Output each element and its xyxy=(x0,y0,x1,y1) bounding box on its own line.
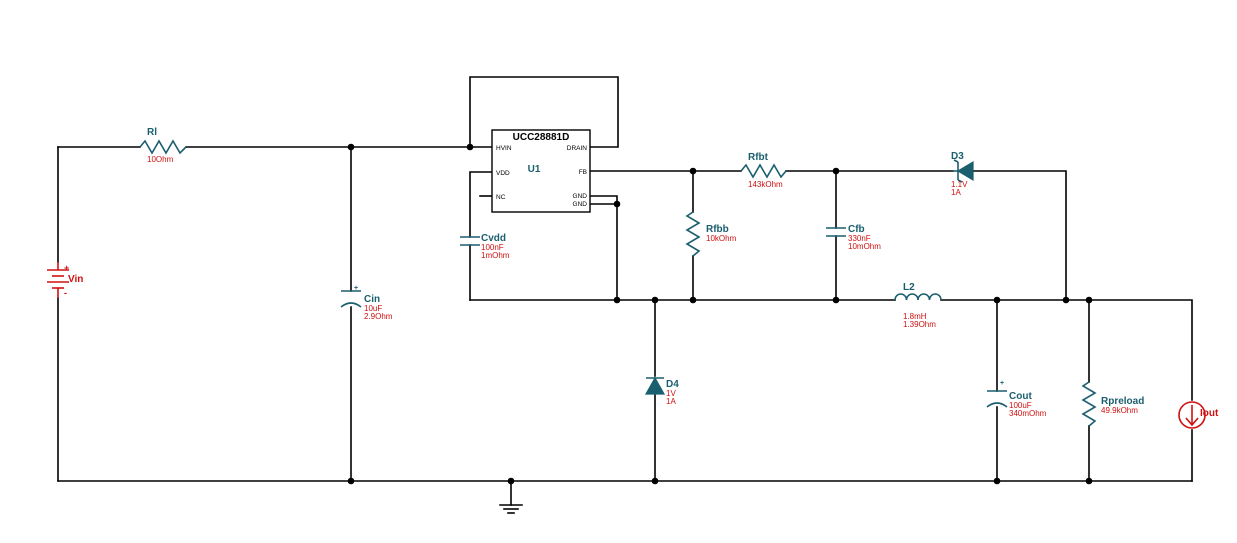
d3-value1: 1.1V xyxy=(951,180,968,189)
diode-d4[interactable]: D4 1V 1A xyxy=(644,376,679,406)
rfbt-value: 143kOhm xyxy=(748,180,783,189)
iout-ref: Iout xyxy=(1200,408,1219,419)
junction-dot xyxy=(613,200,621,208)
wires xyxy=(57,76,1193,506)
ic-u1-ref: U1 xyxy=(528,164,541,175)
junction-dot xyxy=(993,296,1001,304)
pin-gnd-2: GND xyxy=(573,201,588,208)
resistor-rpreload[interactable]: Rpreload 49.9kOhm xyxy=(1081,381,1144,427)
cfb-value1: 330nF xyxy=(848,234,871,243)
vin-ref: Vin xyxy=(68,274,83,285)
junction-dot xyxy=(1085,477,1093,485)
cin-ref: Cin xyxy=(364,294,380,305)
cin-value1: 10uF xyxy=(364,304,382,313)
ic-u1-part: UCC28881D xyxy=(513,132,570,143)
junction-dot xyxy=(651,477,659,485)
rpreload-ref: Rpreload xyxy=(1101,396,1144,407)
l2-ref: L2 xyxy=(903,282,915,293)
capacitor-cvdd[interactable]: Cvdd 100nF 1mOhm xyxy=(460,233,510,260)
capacitor-cfb[interactable]: Cfb 330nF 10mOhm xyxy=(826,224,881,251)
rfbt-ref: Rfbt xyxy=(748,152,769,163)
cvdd-value2: 1mOhm xyxy=(481,251,510,260)
junction-dot xyxy=(347,143,355,151)
junction-dot xyxy=(507,477,515,485)
cvdd-ref: Cvdd xyxy=(481,233,506,244)
junction-dot xyxy=(832,296,840,304)
resistor-rfbt[interactable]: Rfbt 143kOhm xyxy=(740,152,787,189)
junction-dot xyxy=(689,167,697,175)
ic-u1[interactable]: UCC28881D U1 HVIN DRAIN VDD FB NC GND GN… xyxy=(491,129,591,213)
l2-value1: 1.8mH xyxy=(903,312,927,321)
pin-gnd-1: GND xyxy=(573,193,588,200)
cout-ref: Cout xyxy=(1009,391,1032,402)
d3-value2: 1A xyxy=(951,188,961,197)
cvdd-value1: 100nF xyxy=(481,243,504,252)
rl-ref: Rl xyxy=(147,127,157,138)
ground-icon xyxy=(499,504,523,514)
diode-d3[interactable]: D3 1.1V 1A xyxy=(951,151,974,197)
ic-u1-body xyxy=(491,129,591,213)
junction-dot xyxy=(832,167,840,175)
voltage-source-vin[interactable]: + - Vin xyxy=(47,262,83,298)
current-source-iout[interactable]: Iout xyxy=(1178,401,1219,429)
cfb-ref: Cfb xyxy=(848,224,865,235)
resistor-rl[interactable]: Rl 10Ohm xyxy=(139,127,187,164)
cout-polarity-icon: + xyxy=(1000,380,1004,387)
capacitor-cin[interactable]: + Cin 10uF 2.9Ohm xyxy=(340,285,393,321)
d4-value2: 1A xyxy=(666,397,676,406)
junction-dot xyxy=(1085,296,1093,304)
junction-dot xyxy=(1062,296,1070,304)
junctions xyxy=(347,143,1093,485)
pin-vdd: VDD xyxy=(496,170,510,177)
inductor-l2[interactable]: L2 1.8mH 1.39Ohm xyxy=(894,282,942,329)
junction-dot xyxy=(689,296,697,304)
d4-ref: D4 xyxy=(666,379,679,390)
cin-polarity-icon: + xyxy=(354,285,358,292)
cfb-value2: 10mOhm xyxy=(848,242,881,251)
junction-dot xyxy=(347,477,355,485)
vin-minus-icon: - xyxy=(64,288,67,298)
junction-dot xyxy=(613,296,621,304)
cout-value1: 100uF xyxy=(1009,401,1032,410)
pin-fb: FB xyxy=(579,169,587,176)
pin-hvin: HVIN xyxy=(496,145,512,152)
vin-plus-icon: + xyxy=(64,263,69,273)
rpreload-value: 49.9kOhm xyxy=(1101,406,1138,415)
rfbb-ref: Rfbb xyxy=(706,224,729,235)
d3-ref: D3 xyxy=(951,151,964,162)
cout-value2: 340mOhm xyxy=(1009,409,1047,418)
pin-nc: NC xyxy=(496,194,506,201)
resistor-rfbb[interactable]: Rfbb 10kOhm xyxy=(685,211,737,257)
l2-value2: 1.39Ohm xyxy=(903,320,936,329)
rfbb-value: 10kOhm xyxy=(706,234,737,243)
capacitor-cout[interactable]: + Cout 100uF 340mOhm xyxy=(986,380,1047,418)
d4-value1: 1V xyxy=(666,389,676,398)
rl-value: 10Ohm xyxy=(147,155,174,164)
cin-value2: 2.9Ohm xyxy=(364,312,393,321)
junction-dot xyxy=(993,477,1001,485)
junction-dot xyxy=(466,143,474,151)
pin-drain: DRAIN xyxy=(567,145,588,152)
junction-dot xyxy=(651,296,659,304)
